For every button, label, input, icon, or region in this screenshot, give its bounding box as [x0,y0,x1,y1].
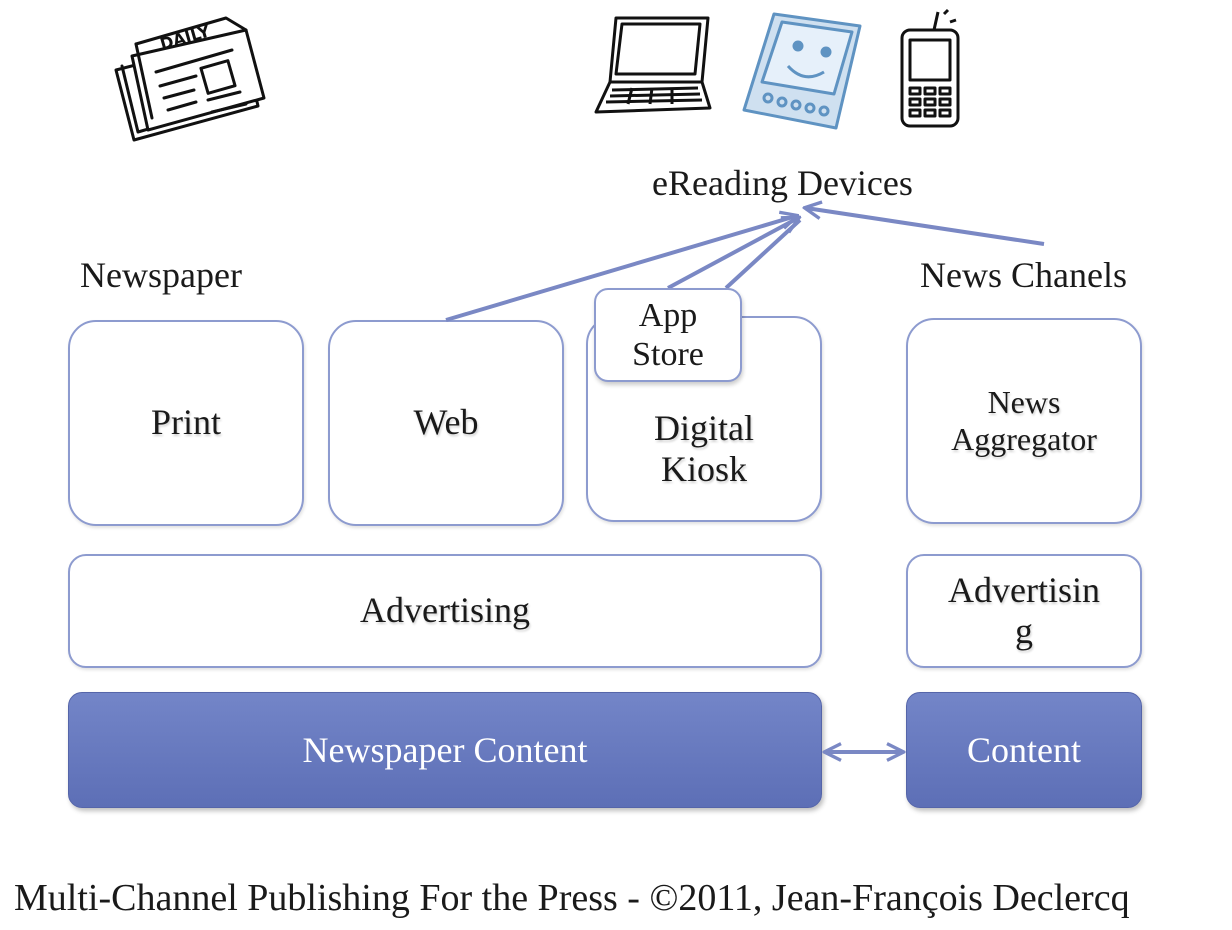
news-aggregator-box: News Aggregator [906,318,1142,524]
footer-caption: Multi-Channel Publishing For the Press -… [14,877,1130,919]
app-store-callout: App Store [594,288,742,382]
newspaper-heading: Newspaper [80,255,242,295]
content-label: Content [967,730,1081,770]
advertising-narrow-label-line1: Advertisin [948,569,1100,610]
advertising-wide-box: Advertising [68,554,822,668]
newspaper-content-label: Newspaper Content [302,730,588,770]
ereading-devices-label: eReading Devices [652,163,913,203]
newspaper-icon: DAILY [114,16,266,142]
advertising-narrow-box: Advertisin g [906,554,1142,668]
newspaper-content-box: Newspaper Content [68,692,822,808]
arrow-newschannels-to-ereading [806,208,1045,246]
digital-kiosk-label-line2: Kiosk [660,449,747,489]
advertising-wide-label: Advertising [360,590,530,631]
print-box: Print [68,320,304,526]
tablet-icon [742,12,862,130]
news-channels-heading: News Chanels [920,255,1127,295]
digital-kiosk-label-line1: Digital [654,407,754,448]
arrow-appstore-to-ereading-2 [724,218,802,290]
web-label: Web [413,402,479,443]
news-aggregator-label-line2: Aggregator [951,421,1097,457]
news-aggregator-label-line1: News [987,384,1061,421]
phone-icon [900,8,960,128]
app-store-label-line2: Store [632,336,704,373]
web-box: Web [328,320,564,526]
laptop-icon [594,16,712,114]
advertising-narrow-label-line2: g [1015,611,1033,651]
arrow-appstore-to-ereading-1 [667,218,798,290]
content-box: Content [906,692,1142,808]
app-store-label-line1: App [638,296,698,334]
print-label: Print [150,402,221,443]
